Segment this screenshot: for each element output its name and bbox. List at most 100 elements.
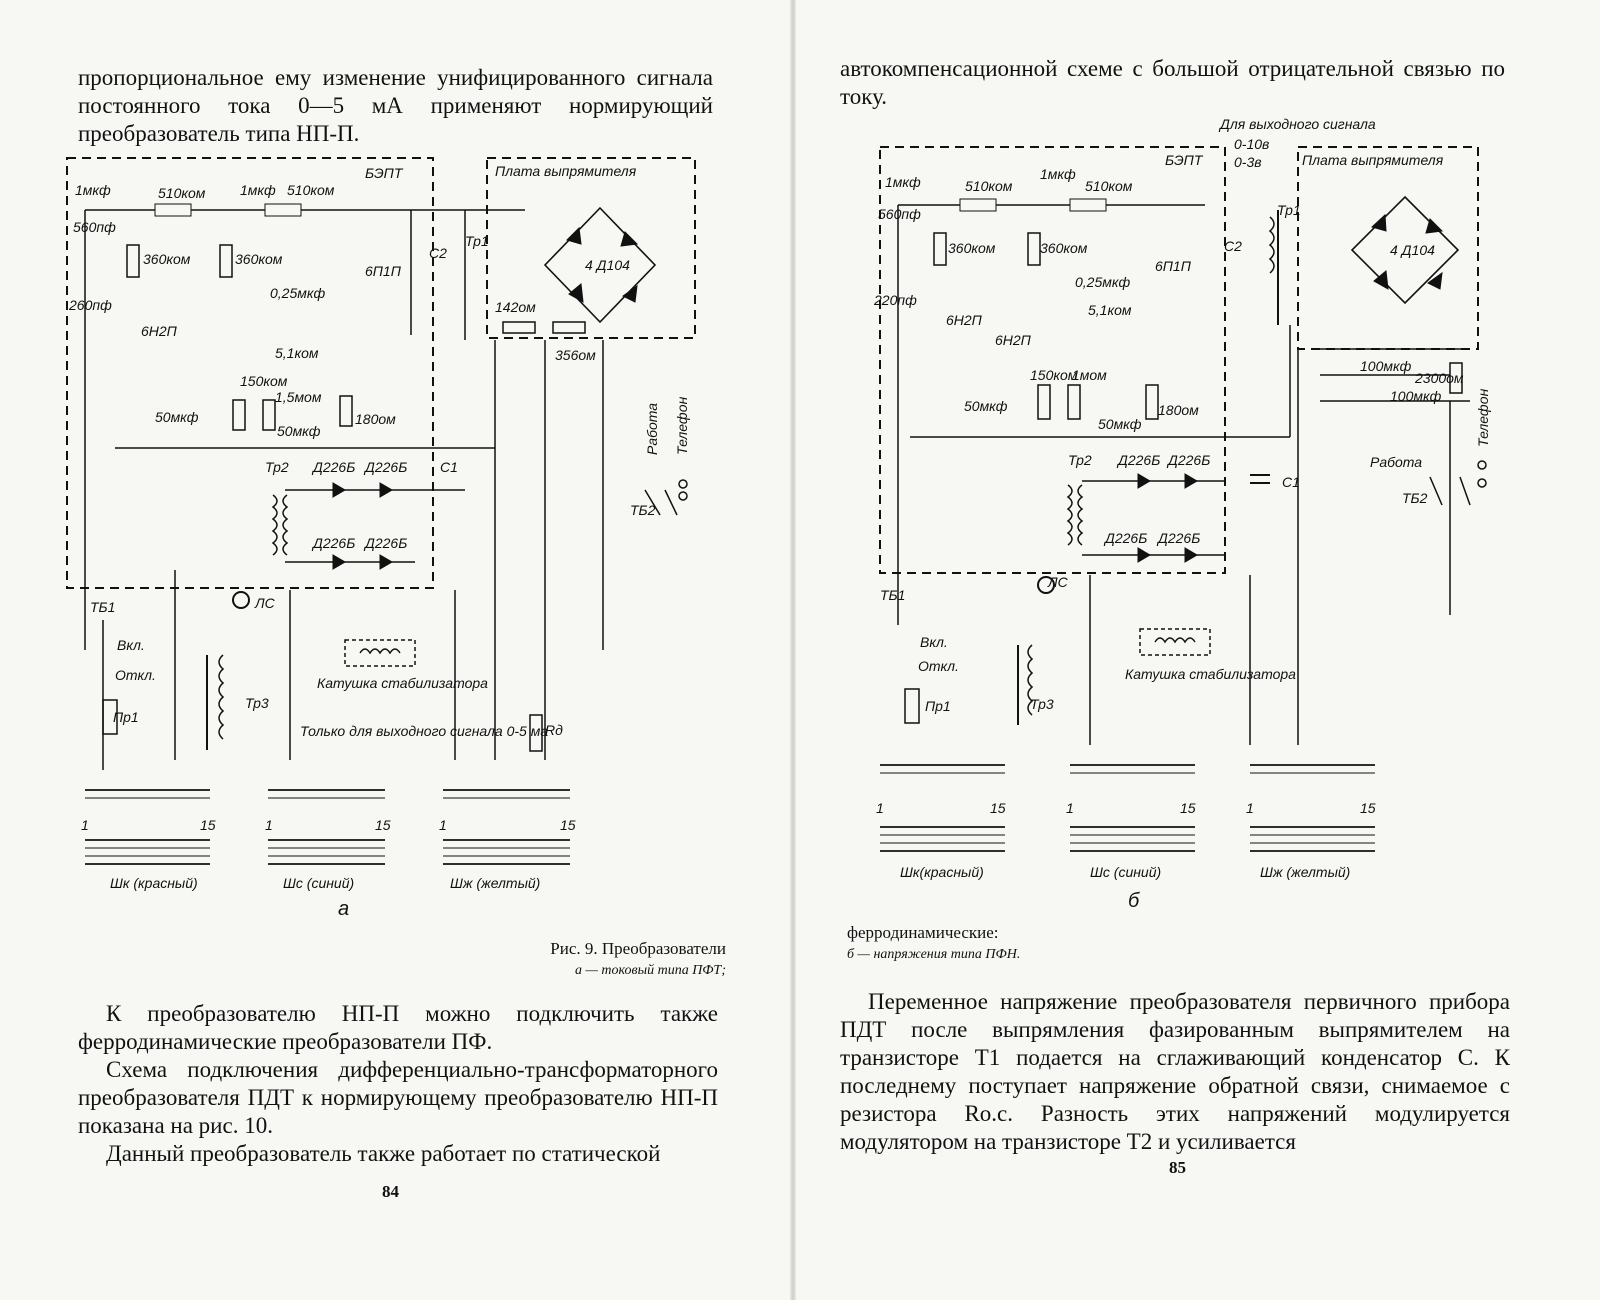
bridge-label: 4 Д104: [585, 257, 630, 273]
output-note: Для выходного сигнала: [1218, 116, 1376, 132]
connector-comb-shzh: 1 15 Шж (желтый): [439, 789, 576, 891]
component-label: 6П1П: [1155, 258, 1192, 274]
component-label: 50мкф: [1098, 416, 1142, 432]
component-label: 150ком: [240, 373, 288, 389]
range-label: 0-3в: [1234, 154, 1262, 170]
component-label: 2300ом: [1414, 370, 1464, 386]
right-page: автокомпенсационной схеме с большой отри…: [795, 0, 1600, 1300]
rectifier-label: Плата выпрямителя: [495, 163, 637, 179]
pin-start: 1: [81, 817, 89, 833]
component-label: Д226Б: [1166, 452, 1210, 468]
component-label: 510ком: [1085, 178, 1133, 194]
pin-start: 1: [1066, 800, 1074, 816]
component-label: ЛС: [254, 595, 276, 611]
pin-end: 15: [1180, 800, 1196, 816]
pin-end: 15: [560, 817, 576, 833]
switch-label: Телефон: [1475, 388, 1491, 447]
component-label: 260пф: [68, 297, 112, 313]
switch-label: ТБ2: [1402, 490, 1428, 506]
component-label: 1мкф: [240, 182, 276, 198]
component-label: 50мкф: [155, 409, 199, 425]
stabilizer-label: Катушка стабилизатора: [1125, 666, 1296, 682]
component-label: 360ком: [1040, 240, 1088, 256]
figure-9a-schematic: БЭПТ Плата выпрямителя 4 Д104 1мкф 510ко…: [66, 157, 696, 920]
component-label: 180ом: [1158, 402, 1199, 418]
caption-main: Рис. 9. Преобразователи: [550, 939, 726, 958]
component-label: Тр2: [1068, 452, 1092, 468]
component-label: С2: [1224, 238, 1242, 254]
connector-comb-shs: 1 15 Шс (синий): [265, 789, 391, 891]
component-label: 6П1П: [365, 263, 402, 279]
component-label: С2: [429, 245, 447, 261]
right-caption: ферродинамические: б — напряжения типа П…: [847, 922, 1147, 966]
pin-end: 15: [1360, 800, 1376, 816]
component-label: 6Н2П: [946, 312, 983, 328]
component-label: 50мкф: [964, 398, 1008, 414]
page-number: 85: [1169, 1158, 1186, 1177]
component-label: С1: [1282, 474, 1300, 490]
component-label: Д226Б: [311, 459, 355, 475]
switch-label: Вкл.: [920, 634, 948, 650]
component-label: Тр1: [465, 233, 489, 249]
component-label: 356ом: [555, 347, 596, 363]
component-label: Пр1: [113, 709, 139, 725]
left-top-text: пропорциональное ему изменение унифициро…: [78, 65, 713, 146]
connector-comb-shk: 1 15 Шк (красный): [81, 789, 216, 891]
component-label: Д226Б: [1103, 530, 1147, 546]
book-gutter: [790, 0, 796, 1300]
pin-start: 1: [876, 800, 884, 816]
bridge-label: 4 Д104: [1390, 242, 1435, 258]
connector-label: Шк (красный): [110, 875, 198, 891]
component-label: Д226Б: [1116, 452, 1160, 468]
component-label: 150ком: [1030, 367, 1078, 383]
component-label: 6Н2П: [995, 332, 1032, 348]
switch-label: ТБ2: [630, 502, 656, 518]
figure-letter: а: [338, 898, 349, 920]
switch-label: Работа: [1370, 454, 1422, 470]
connector-label: Шк(красный): [900, 864, 984, 880]
component-label: 1мкф: [885, 174, 921, 190]
connector-comb-shzh: 1 15 Шж (желтый): [1246, 764, 1376, 880]
connector-label: Шж (желтый): [450, 875, 540, 891]
pin-start: 1: [439, 817, 447, 833]
component-label: 180ом: [355, 411, 396, 427]
block-label: БЭПТ: [365, 165, 404, 181]
pin-end: 15: [200, 817, 216, 833]
component-label: Тр1: [1277, 202, 1301, 218]
connector-comb-shk: 1 15 Шк(красный): [876, 764, 1006, 880]
component-label: Тр2: [265, 459, 289, 475]
component-label: 560пф: [73, 219, 116, 235]
component-label: 5,1ком: [1088, 302, 1132, 318]
page-number: 84: [382, 1182, 399, 1201]
left-body-paragraph: К преобразователю НП-П можно подключить …: [78, 1001, 718, 1054]
switch-label: Откл.: [115, 667, 156, 683]
component-label: 510ком: [158, 185, 206, 201]
right-body-paragraph: Переменное напряжение преобразователя пе…: [840, 989, 1510, 1154]
component-label: 1мом: [1072, 367, 1107, 383]
left-body-paragraph: Схема подключения дифференциально-трансф…: [78, 1057, 718, 1138]
component-label: Тр3: [245, 695, 269, 711]
switch-label: Телефон: [674, 396, 690, 455]
component-label: 560пф: [878, 206, 921, 222]
component-label: 0,25мкф: [1075, 274, 1130, 290]
switch-label: ТБ1: [880, 587, 905, 603]
output-note: Только для выходного сигнала 0-5 ма: [300, 723, 548, 739]
connector-label: Шж (желтый): [1260, 864, 1350, 880]
figure-9b-schematic: Для выходного сигнала 0-10в 0-3в БЭПТ Пл…: [873, 116, 1491, 912]
component-label: 5,1ком: [275, 345, 319, 361]
left-body-paragraph: Данный преобразователь также работает по…: [106, 1141, 661, 1166]
component-label: Rд: [545, 722, 563, 738]
component-label: Д226Б: [363, 535, 407, 551]
component-label: Тр3: [1030, 696, 1054, 712]
component-label: 360ком: [235, 251, 283, 267]
stabilizer-label: Катушка стабилизатора: [317, 675, 488, 691]
figure-letter: б: [1128, 890, 1140, 912]
component-label: 142ом: [495, 299, 536, 315]
connector-comb-shs: 1 15 Шс (синий): [1066, 764, 1196, 880]
right-top-text: автокомпенсационной схеме с большой отри…: [840, 56, 1505, 109]
rectifier-label: Плата выпрямителя: [1302, 152, 1444, 168]
connector-label: Шс (синий): [1090, 864, 1161, 880]
connector-label: Шс (синий): [283, 875, 354, 891]
pin-start: 1: [1246, 800, 1254, 816]
switch-label: Работа: [644, 403, 660, 455]
